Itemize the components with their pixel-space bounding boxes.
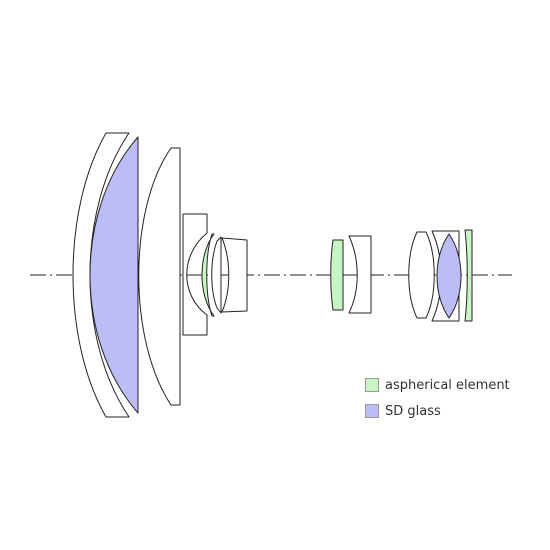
legend-item-aspherical: aspherical element <box>365 374 510 396</box>
legend-label-sd-glass: SD glass <box>385 403 441 419</box>
second-meniscus-element <box>138 147 181 406</box>
legend-swatch-aspherical <box>365 378 379 392</box>
rear-sd-glass-element <box>436 233 462 319</box>
flange-meniscus-element <box>182 213 208 336</box>
concave-lens-element <box>348 235 372 314</box>
front-sd-glass-element <box>89 136 139 414</box>
aspherical-element-2 <box>330 239 344 311</box>
front-meniscus-element <box>72 132 130 418</box>
aspherical-element-1 <box>201 233 215 317</box>
legend-item-sd-glass: SD glass <box>365 400 510 422</box>
small-group-element <box>221 237 248 313</box>
legend: aspherical element SD glass <box>365 374 510 426</box>
middle-lens-element <box>211 236 222 314</box>
rear-biconvex-element <box>408 231 435 319</box>
aspherical-element-3 <box>464 229 473 322</box>
legend-label-aspherical: aspherical element <box>385 377 510 393</box>
legend-swatch-sd-glass <box>365 404 379 418</box>
